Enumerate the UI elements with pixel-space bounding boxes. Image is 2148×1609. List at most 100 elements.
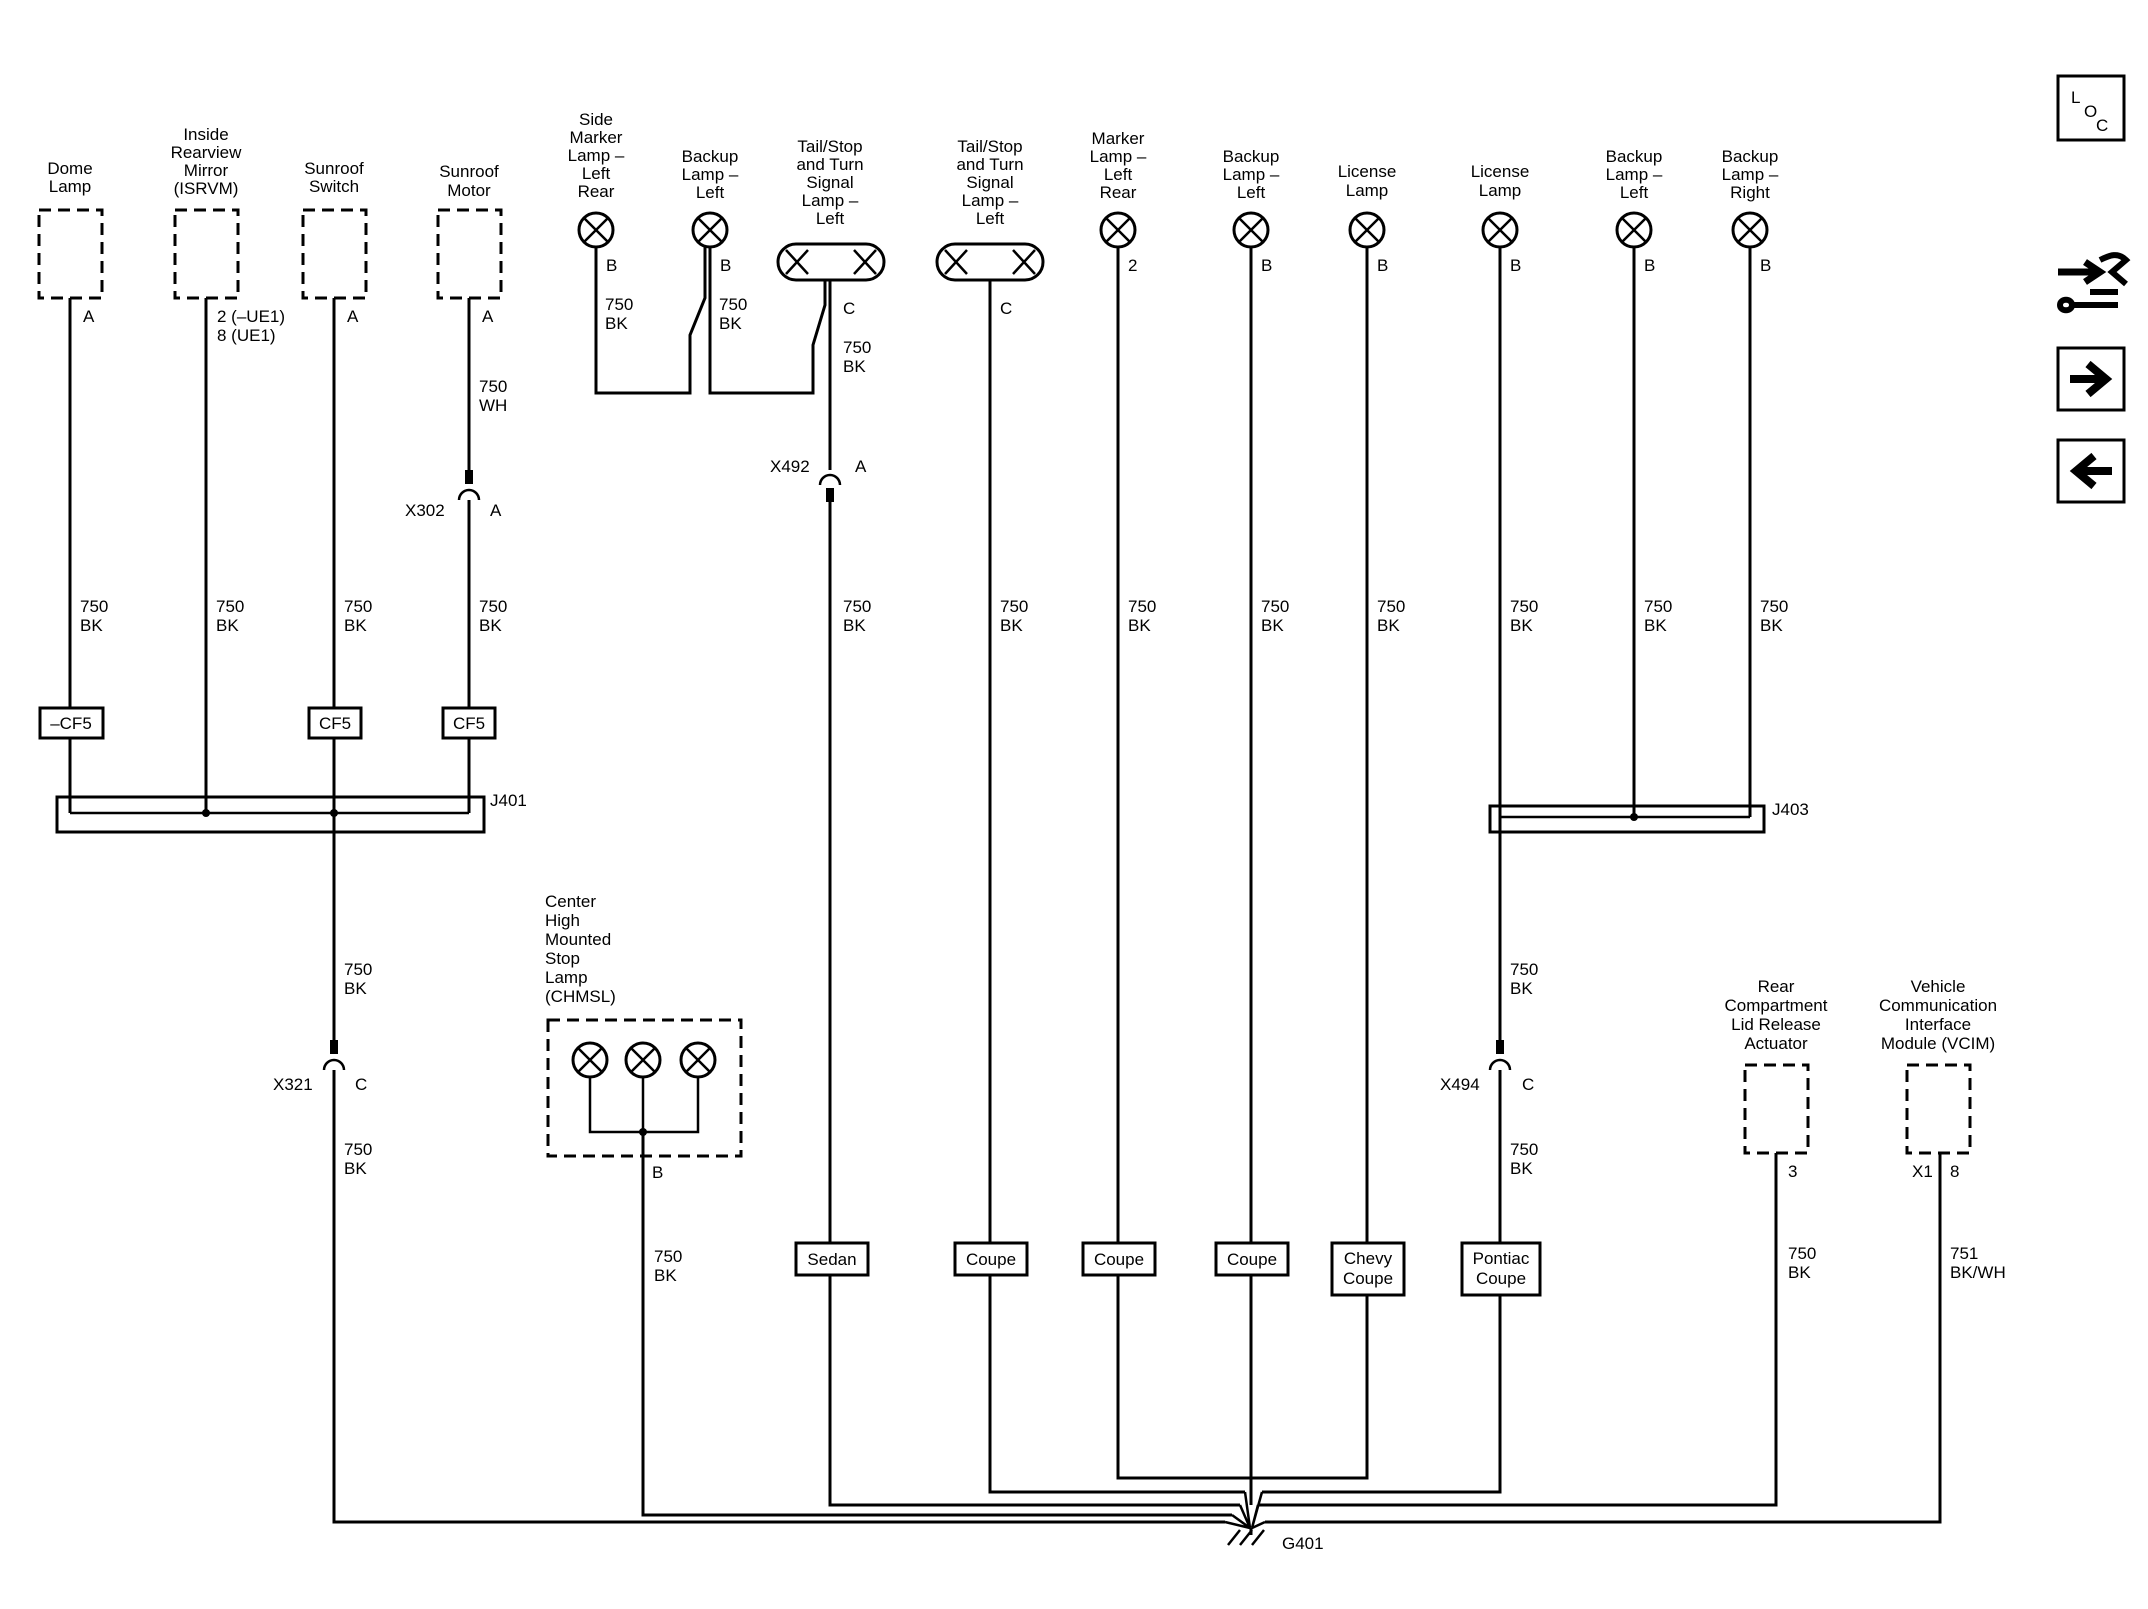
- svg-text:Coupe: Coupe: [966, 1250, 1016, 1269]
- svg-text:Vehicle: Vehicle: [1911, 977, 1966, 996]
- module-vcim: Vehicle Communication Interface Module (…: [1879, 977, 2006, 1282]
- sunroof-motor-box: [436, 208, 503, 300]
- svg-text:Lamp –: Lamp –: [1223, 165, 1280, 184]
- svg-text:Rear: Rear: [1758, 977, 1795, 996]
- rear-lid-box: [1743, 1063, 1810, 1155]
- svg-text:C: C: [1000, 299, 1012, 318]
- svg-text:751: 751: [1950, 1244, 1978, 1263]
- svg-text:Coupe: Coupe: [1227, 1250, 1277, 1269]
- svg-text:Signal: Signal: [966, 173, 1013, 192]
- svg-text:750: 750: [1000, 597, 1028, 616]
- wire-sedan-ground: [828, 1275, 1240, 1507]
- svg-text:BK: BK: [1644, 616, 1667, 635]
- svg-text:BK: BK: [719, 314, 742, 333]
- label: Lamp: [49, 177, 92, 196]
- svg-text:750: 750: [719, 295, 747, 314]
- svg-text:Backup: Backup: [1223, 147, 1280, 166]
- wire-color: 750: [479, 377, 507, 396]
- svg-text:Coupe: Coupe: [1094, 1250, 1144, 1269]
- svg-text:Center: Center: [545, 892, 596, 911]
- lamp-license-1: License Lamp B: [1338, 162, 1397, 275]
- splice-label: J403: [1772, 800, 1809, 819]
- loc-button[interactable]: L O C: [2056, 74, 2126, 142]
- wire-coupe1-ground: [988, 1275, 1245, 1494]
- connector-label: X494: [1440, 1075, 1480, 1094]
- svg-text:Left: Left: [1104, 165, 1133, 184]
- svg-text:Left: Left: [1237, 183, 1266, 202]
- wire-color: BK: [80, 616, 103, 635]
- label: Inside: [183, 125, 228, 144]
- lamp-backup-left-3: Backup Lamp – Left B: [1606, 147, 1663, 275]
- lamp-backup-left-1: Backup Lamp – Left B 750 BK: [682, 147, 748, 333]
- svg-text:3: 3: [1788, 1162, 1797, 1181]
- lamp-side-marker-left-rear: Side Marker Lamp – Left Rear B 750 BK: [568, 110, 634, 333]
- option-coupe-3: Coupe: [1214, 1241, 1290, 1277]
- ground-label: G401: [1282, 1534, 1324, 1553]
- svg-text:B: B: [652, 1163, 663, 1182]
- connector-x494: X494 C: [1440, 1040, 1534, 1094]
- splice-j401: J401: [55, 791, 527, 834]
- connector-pin: A: [855, 457, 867, 476]
- svg-text:Lid Release: Lid Release: [1731, 1015, 1821, 1034]
- option-coupe-2: Coupe: [1081, 1241, 1157, 1277]
- svg-text:2: 2: [1128, 256, 1137, 275]
- wire-color: 750: [80, 597, 108, 616]
- pin-label: 8 (UE1): [217, 326, 276, 345]
- lamp-tail-stop-left-sedan: Tail/Stop and Turn Signal Lamp – Left C …: [776, 137, 886, 376]
- svg-text:Lamp –: Lamp –: [682, 165, 739, 184]
- option-pontiac-coupe: Pontiac Coupe: [1460, 1241, 1542, 1297]
- svg-text:Lamp –: Lamp –: [1090, 147, 1147, 166]
- svg-text:BK: BK: [1760, 616, 1783, 635]
- svg-text:BK: BK: [1510, 1159, 1533, 1178]
- splice-j403: J403: [1488, 800, 1809, 834]
- svg-text:–CF5: –CF5: [50, 714, 92, 733]
- connector-label: X321: [273, 1075, 313, 1094]
- next-page-button[interactable]: [2056, 346, 2126, 412]
- svg-text:Tail/Stop: Tail/Stop: [797, 137, 862, 156]
- svg-text:Right: Right: [1730, 183, 1770, 202]
- svg-text:BK: BK: [1377, 616, 1400, 635]
- svg-text:Lamp –: Lamp –: [962, 191, 1019, 210]
- wire-color: BK: [344, 616, 367, 635]
- svg-text:Backup: Backup: [1606, 147, 1663, 166]
- svg-text:CF5: CF5: [453, 714, 485, 733]
- svg-text:Module (VCIM): Module (VCIM): [1881, 1034, 1995, 1053]
- ground-g401: G401: [1224, 1491, 1324, 1553]
- svg-text:750: 750: [1644, 597, 1672, 616]
- svg-text:Backup: Backup: [682, 147, 739, 166]
- lamp-tail-stop-left-coupe: Tail/Stop and Turn Signal Lamp – Left C: [935, 137, 1045, 318]
- option-cf5-switch: CF5: [307, 706, 363, 740]
- label: Rearview: [171, 143, 243, 162]
- svg-text:Lamp –: Lamp –: [1722, 165, 1779, 184]
- prev-page-button[interactable]: [2056, 438, 2126, 504]
- connector-pin: A: [490, 501, 502, 520]
- svg-text:BK: BK: [654, 1266, 677, 1285]
- svg-text:C: C: [2096, 116, 2108, 135]
- svg-text:X1: X1: [1912, 1162, 1933, 1181]
- svg-text:BK: BK: [1788, 1263, 1811, 1282]
- wiring-tool-icon[interactable]: [2057, 252, 2131, 314]
- wire-coupe2-ground: [1116, 1275, 1369, 1480]
- option-cf5-motor: CF5: [441, 706, 497, 740]
- svg-text:High: High: [545, 911, 580, 930]
- svg-text:750: 750: [1510, 597, 1538, 616]
- svg-text:B: B: [1510, 256, 1521, 275]
- vcim-box: [1905, 1063, 1972, 1155]
- svg-text:B: B: [1760, 256, 1771, 275]
- svg-text:Left: Left: [976, 209, 1005, 228]
- pin-label: A: [482, 307, 494, 326]
- svg-text:Actuator: Actuator: [1744, 1034, 1808, 1053]
- svg-text:Marker: Marker: [570, 128, 623, 147]
- svg-text:B: B: [1377, 256, 1388, 275]
- svg-text:750: 750: [1261, 597, 1289, 616]
- svg-text:BK: BK: [1261, 616, 1284, 635]
- pin-label: 2 (–UE1): [217, 307, 285, 326]
- svg-text:Dome: Dome: [47, 159, 92, 178]
- label: Sunroof: [439, 162, 499, 181]
- svg-text:Chevy: Chevy: [1344, 1249, 1393, 1268]
- svg-text:750: 750: [1377, 597, 1405, 616]
- svg-text:Left: Left: [582, 164, 611, 183]
- svg-text:Sedan: Sedan: [807, 1250, 856, 1269]
- svg-text:CF5: CF5: [319, 714, 351, 733]
- svg-text:Rear: Rear: [1100, 183, 1137, 202]
